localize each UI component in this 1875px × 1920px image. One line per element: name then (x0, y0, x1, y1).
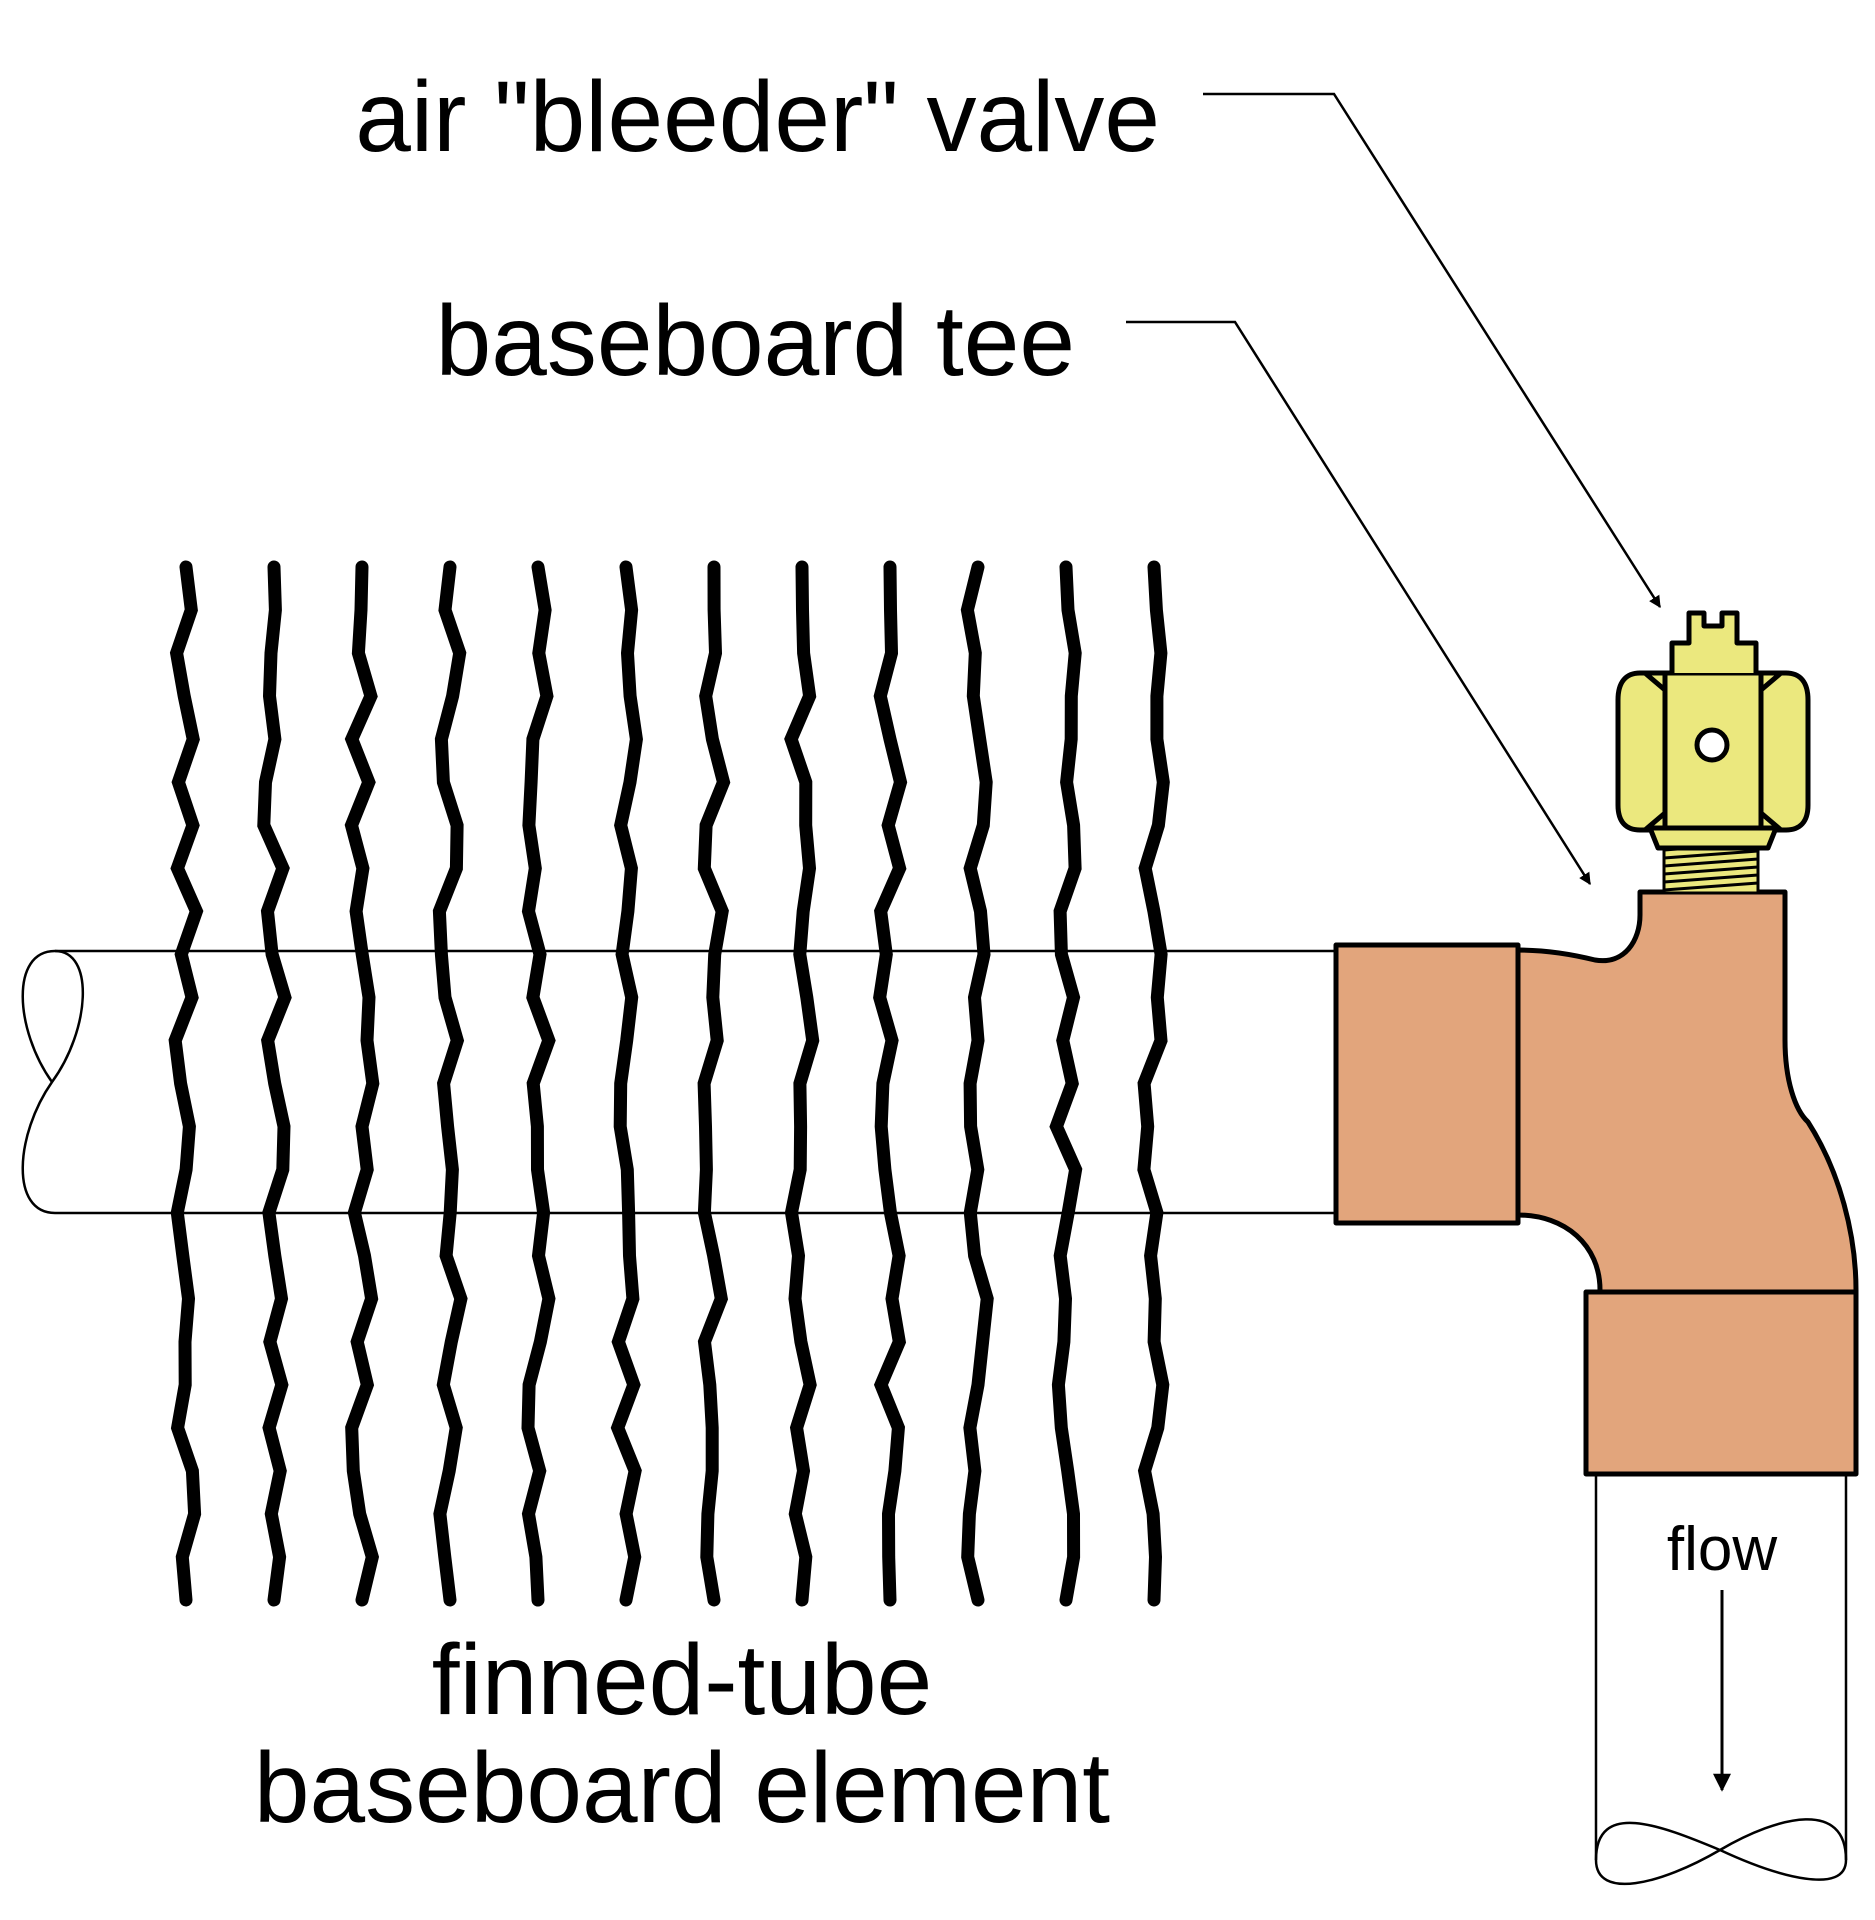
baseboard-tee (1333, 889, 1859, 1477)
fin (697, 560, 731, 1607)
valve-threads (1662, 841, 1760, 895)
tee-socket-bottom (1583, 1289, 1859, 1477)
tube-break-left (21, 949, 84, 1215)
bleeder-valve (1615, 610, 1811, 895)
fin (610, 560, 643, 1607)
fin (344, 560, 380, 1607)
fin (1049, 560, 1083, 1607)
fin (784, 560, 820, 1607)
fin (257, 560, 292, 1607)
fin (168, 560, 204, 1607)
fin (1137, 560, 1170, 1607)
fin (432, 560, 468, 1607)
tee-body (1515, 889, 1859, 1333)
fin (521, 560, 556, 1607)
baseboard-tee-leader (1126, 320, 1592, 886)
valve-neck (1647, 825, 1779, 851)
valve-bleed-hole (1694, 727, 1730, 763)
fin (960, 560, 994, 1607)
valve-top-stem (1669, 610, 1759, 673)
vertical-tube (1594, 1474, 1848, 1886)
element-label-line1: finned-tube (432, 1624, 932, 1736)
fin (873, 560, 908, 1607)
baseboard-tee-label: baseboard tee (436, 285, 1075, 397)
bleeder-valve-label: air "bleeder" valve (355, 61, 1160, 173)
fins-group (168, 560, 1170, 1607)
flow-label: flow (1667, 1515, 1777, 1584)
element-label-line2: baseboard element (254, 1732, 1110, 1844)
tee-socket-left (1333, 942, 1521, 1226)
tube-break-bottom (1594, 1818, 1848, 1886)
bleeder-valve-leader (1203, 92, 1662, 609)
